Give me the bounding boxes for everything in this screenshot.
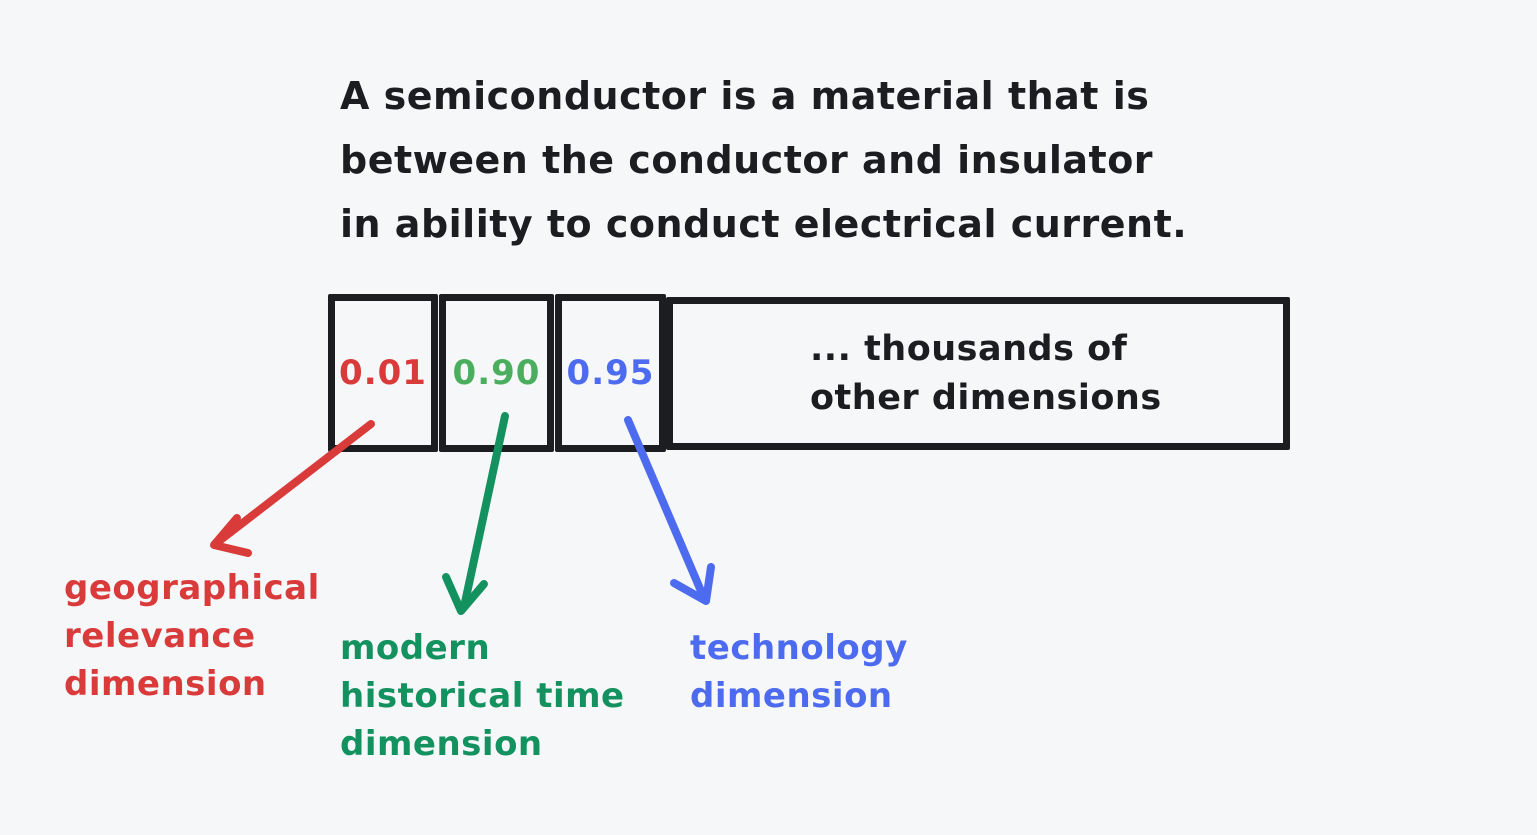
title-line-3: in ability to conduct electrical current… xyxy=(340,202,1188,246)
label-geo-line-1: geographical xyxy=(64,568,320,608)
vector-cell-time-value: 0.90 xyxy=(452,353,541,393)
label-time-dimension: modern historical time dimension xyxy=(340,624,625,768)
vector-cell-geo: 0.01 xyxy=(328,294,438,452)
title: A semiconductor is a material that is be… xyxy=(340,64,1187,256)
label-tech-line-1: technology xyxy=(690,628,908,668)
vector-cell-other: ... thousands of other dimensions xyxy=(666,297,1290,450)
label-tech-dimension: technology dimension xyxy=(690,624,908,720)
label-geo-line-3: dimension xyxy=(64,664,267,704)
arrow-geo-head xyxy=(210,514,252,557)
label-time-line-2: historical time xyxy=(340,676,625,716)
vector-cell-tech-value: 0.95 xyxy=(566,353,655,393)
label-geo-line-2: relevance xyxy=(64,616,256,656)
vector-cell-time: 0.90 xyxy=(439,294,554,452)
other-text-line-1: ... thousands of xyxy=(810,328,1128,369)
label-tech-line-2: dimension xyxy=(690,676,893,716)
other-text-line-2: other dimensions xyxy=(810,377,1162,418)
vector-cell-tech: 0.95 xyxy=(555,294,666,452)
title-line-1: A semiconductor is a material that is xyxy=(340,74,1150,118)
title-line-2: between the conductor and insulator xyxy=(340,138,1154,182)
vector-cell-geo-value: 0.01 xyxy=(339,353,427,393)
arrow-time-head xyxy=(442,573,488,615)
label-time-line-1: modern xyxy=(340,628,491,668)
label-geo-dimension: geographical relevance dimension xyxy=(64,564,320,708)
label-time-line-3: dimension xyxy=(340,724,543,764)
arrow-tech-head xyxy=(670,563,715,605)
vector-cell-other-text: ... thousands of other dimensions xyxy=(810,325,1162,423)
